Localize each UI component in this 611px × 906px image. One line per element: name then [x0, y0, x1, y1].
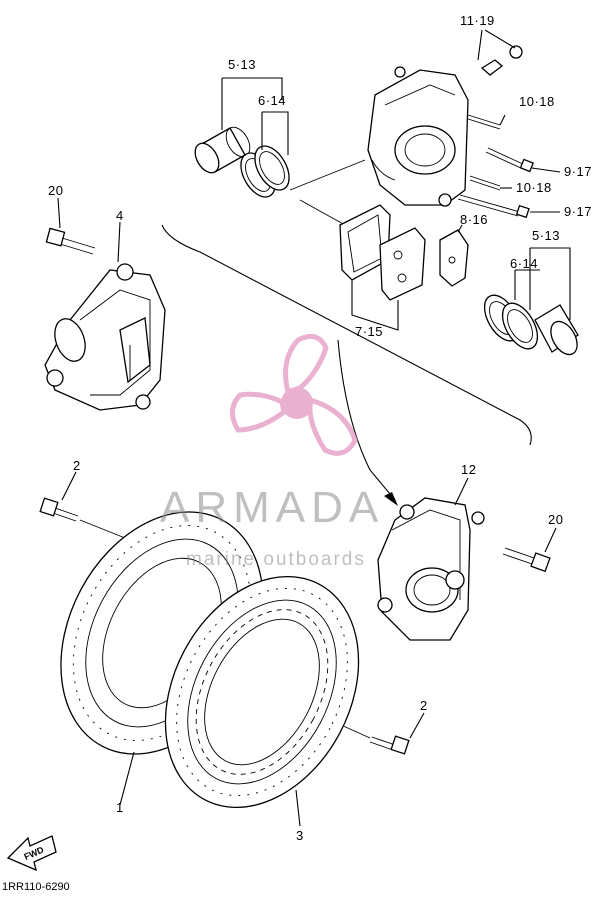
- bracket-5-13-top: [221, 77, 283, 130]
- callout-10-18-a: 10·18: [519, 94, 555, 109]
- callout-20-left: 20: [48, 183, 63, 198]
- callout-11-19: 11·19: [460, 13, 495, 28]
- piston-seals-right: [483, 294, 539, 350]
- callout-6-14-right: 6·14: [510, 256, 538, 271]
- bolt-9-17-b: [457, 194, 560, 219]
- bracket-7-15: [351, 280, 399, 331]
- brake-pad-set: [339, 204, 426, 301]
- callout-5-13-right: 5·13: [532, 228, 560, 243]
- caliper-bolt-left: [45, 227, 96, 255]
- callout-6-14-top: 6·14: [258, 93, 286, 108]
- callout-12: 12: [461, 462, 476, 477]
- piston-top-left: [194, 126, 251, 174]
- callout-2-top: 2: [73, 458, 81, 473]
- callout-20-right: 20: [548, 512, 563, 527]
- callout-2-bottom: 2: [420, 698, 428, 713]
- callout-5-13-top: 5·13: [228, 57, 256, 72]
- bolt-9-17-a: [485, 147, 561, 173]
- pin-middle: [469, 175, 512, 191]
- callout-8-16: 8·16: [460, 212, 488, 227]
- assembly-pointer-line: [337, 339, 396, 501]
- leader-12: [454, 477, 469, 506]
- callout-1: 1: [116, 800, 124, 815]
- caliper-exploded-top: [367, 66, 469, 207]
- caliper-bolt-right: [502, 547, 551, 573]
- bleed-screw: [477, 29, 523, 76]
- leader-2-bottom: [409, 712, 425, 739]
- watermark-subtitle: marine outboards: [186, 549, 366, 570]
- armada-logo-icon: [230, 333, 358, 456]
- disc-bolt-top: [39, 497, 79, 522]
- disc-bolt-bottom: [369, 735, 410, 755]
- leader-1: [119, 751, 135, 806]
- assembly-frame-line: [161, 224, 532, 446]
- leader-20-left: [57, 197, 61, 229]
- bracket-6-14-top: [261, 111, 289, 155]
- brake-disc-right: [164, 575, 360, 809]
- leader-20-right: [544, 527, 557, 553]
- watermark-title: ARMADA: [160, 483, 384, 532]
- guide-line-pad: [289, 159, 366, 226]
- callout-3: 3: [296, 828, 304, 843]
- leader-3: [295, 789, 301, 827]
- caliper-right-assembly: [377, 497, 485, 641]
- assembly-pointer-arrow: [384, 492, 398, 506]
- callout-9-17-b: 9·17: [564, 204, 592, 219]
- pad-shim: [439, 224, 469, 287]
- callout-4: 4: [116, 208, 124, 223]
- callout-10-18-b: 10·18: [516, 180, 552, 195]
- callout-7-15: 7·15: [355, 324, 383, 339]
- pin-top: [467, 114, 506, 130]
- piston-seals-top-left: [240, 145, 290, 198]
- bracket-6-14-right: [514, 269, 540, 300]
- leader-2-top: [61, 471, 77, 501]
- bracket-5-13-right: [529, 247, 571, 320]
- leader-4: [117, 221, 121, 263]
- piston-right: [534, 304, 579, 356]
- callout-9-17-a: 9·17: [564, 164, 592, 179]
- caliper-left-assembly: [44, 263, 166, 411]
- drawing-code: 1RR110-6290: [2, 881, 70, 893]
- forward-arrow-icon: FWD: [6, 835, 57, 872]
